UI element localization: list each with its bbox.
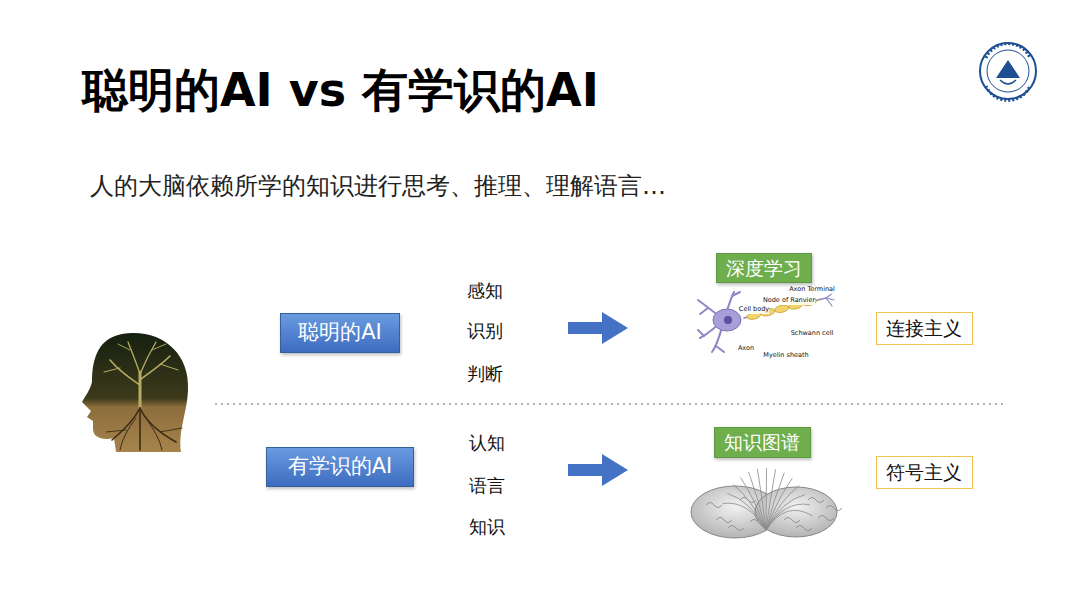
- brain-fold: [784, 518, 800, 523]
- ability-label: 知识: [469, 516, 505, 538]
- neuron-part-label: Axon Terminal: [789, 286, 835, 294]
- neuron-part-label: Schwann cell: [791, 330, 834, 338]
- book-page: [766, 473, 784, 530]
- ability-label: 语言: [469, 475, 505, 497]
- book-page: [766, 504, 810, 530]
- book-page: [766, 468, 768, 530]
- subtitle-text: 人的大脑依赖所学的知识进行思考、推理、理解语言…: [90, 172, 666, 201]
- book-page: [757, 469, 766, 530]
- book-page: [727, 493, 766, 530]
- brain-fold: [796, 526, 812, 531]
- neuron-part-label: Node of Ranvier: [763, 297, 815, 305]
- brain-fold: [818, 516, 834, 521]
- neuron-part-label: Cell body: [739, 306, 769, 314]
- school-box: 连接主义: [876, 312, 973, 345]
- brain-fold: [808, 498, 824, 503]
- myelin-segment: [774, 304, 789, 314]
- neuron-part-label: Axon: [738, 345, 754, 353]
- brain-book-illustration: [691, 468, 842, 538]
- ability-label: 识别: [467, 320, 503, 342]
- book-page: [749, 472, 766, 530]
- brain-fold: [728, 526, 744, 531]
- box-label: 知识图谱: [724, 431, 800, 454]
- method-box: 知识图谱: [714, 427, 811, 458]
- ability-label: 判断: [467, 363, 503, 385]
- neuron-illustration: [698, 292, 834, 352]
- box-label: 深度学习: [726, 257, 802, 280]
- slide-title: 聪明的AI vs 有学识的AI: [82, 60, 599, 122]
- dotted-separator: [215, 403, 1006, 405]
- ai-type-box: 聪明的AI: [280, 313, 400, 353]
- box-label: 符号主义: [886, 461, 962, 484]
- brain-fold: [750, 520, 766, 525]
- box-label: 连接主义: [886, 317, 962, 340]
- brain-fold: [716, 518, 732, 523]
- university-logo: [980, 43, 1036, 100]
- brain-fold: [740, 498, 756, 503]
- block-arrow: [568, 312, 628, 344]
- ability-label: 认知: [469, 432, 505, 454]
- head-tree-illustration: [82, 333, 188, 452]
- box-label: 有学识的AI: [288, 454, 393, 479]
- box-label: 聪明的AI: [298, 320, 382, 345]
- ability-label: 感知: [467, 280, 503, 302]
- neuron-part-label: Myelin sheath: [763, 352, 808, 360]
- block-arrow: [568, 454, 628, 486]
- brain-fold: [826, 506, 842, 511]
- method-box: 深度学习: [716, 253, 812, 284]
- school-box: 符号主义: [876, 456, 973, 489]
- book-page: [766, 510, 813, 530]
- ai-type-box: 有学识的AI: [266, 447, 414, 487]
- brain-fold: [706, 503, 722, 508]
